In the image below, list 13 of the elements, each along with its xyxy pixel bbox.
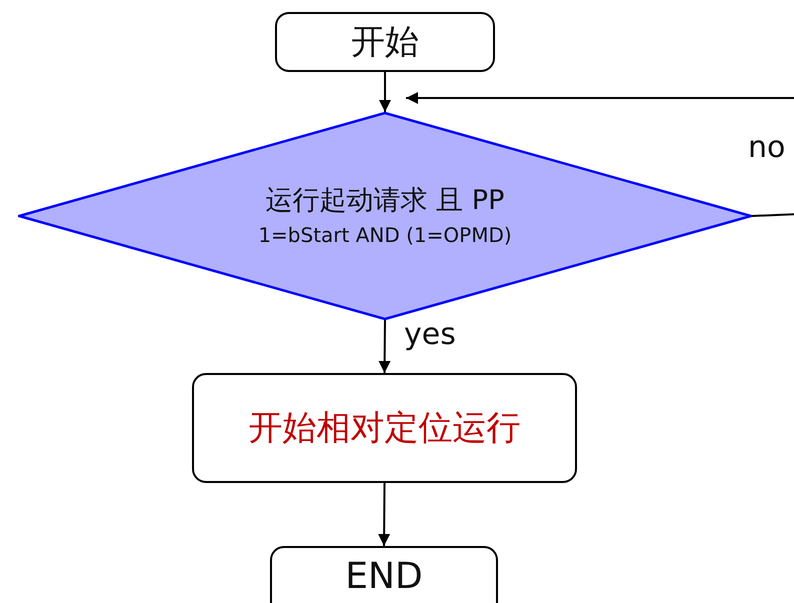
arrow (378, 320, 391, 374)
start-terminal (275, 12, 495, 72)
arrow (378, 483, 390, 546)
condition-expression: 1=bStart AND (1=OPMD) (258, 223, 512, 248)
node-text: END (345, 555, 423, 599)
node-text: 开始相对定位运行 (248, 408, 520, 448)
arrow (379, 72, 391, 112)
decision-diamond (18, 112, 752, 320)
arrow (406, 92, 794, 217)
process-box (192, 373, 577, 483)
end-terminal (270, 546, 498, 603)
condition-text: 运行起动请求 且 PP (266, 184, 504, 218)
node-text: 开始 (351, 22, 419, 62)
